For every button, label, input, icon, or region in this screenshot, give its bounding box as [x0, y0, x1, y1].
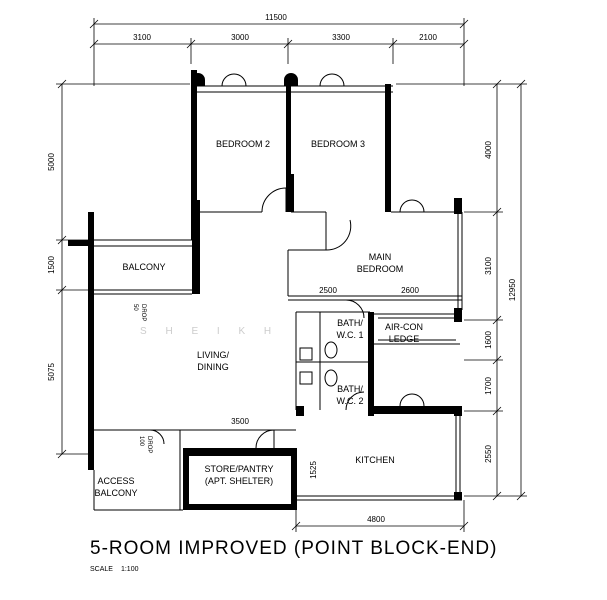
label-kitchen: KITCHEN — [355, 455, 395, 465]
right-dimensions: 4000 3100 1600 1700 2550 12950 — [396, 79, 527, 501]
dim-1525: 1525 — [309, 461, 318, 479]
label-bath-2b: W.C. 2 — [336, 396, 363, 406]
dim-top-4: 2100 — [419, 33, 437, 42]
dim-bottom-4800: 4800 — [367, 515, 385, 524]
label-living-2: DINING — [197, 362, 229, 372]
scale-note: SCALE 1:100 — [90, 566, 147, 573]
room-labels: BEDROOM 2 BEDROOM 3 MAIN BEDROOM BALCONY… — [94, 139, 423, 498]
doors — [149, 73, 425, 449]
label-access-2: BALCONY — [94, 488, 137, 498]
left-dimensions: 5000 1500 5075 — [47, 79, 190, 459]
inner-dimensions: 2500 2600 3500 1525 — [231, 286, 419, 479]
walls — [68, 70, 462, 510]
dim-3500: 3500 — [231, 417, 249, 426]
label-bath-2a: BATH/ — [337, 384, 363, 394]
dim-right-1: 4000 — [484, 141, 493, 159]
dim-top-2: 3000 — [231, 33, 249, 42]
label-bedroom-3: BEDROOM 3 — [311, 139, 365, 149]
label-bedroom-2: BEDROOM 2 — [216, 139, 270, 149]
dim-top-3: 3300 — [332, 33, 350, 42]
dim-right-total: 12950 — [508, 278, 517, 301]
label-aircon-2: LEDGE — [389, 334, 420, 344]
note-drop-50: 50 — [132, 304, 138, 311]
partitions — [93, 85, 463, 511]
label-store-1: STORE/PANTRY — [204, 464, 273, 474]
label-balcony: BALCONY — [122, 262, 165, 272]
dim-top-total: 11500 — [265, 13, 287, 22]
dim-left-2: 1500 — [47, 256, 56, 274]
dim-right-5: 2550 — [484, 445, 493, 463]
label-access-1: ACCESS — [97, 476, 134, 486]
note-drop-50b: DROP — [140, 304, 146, 321]
dim-2600: 2600 — [401, 286, 419, 295]
dim-right-2: 3100 — [484, 257, 493, 275]
label-store-2: (APT. SHELTER) — [205, 476, 273, 486]
label-main-bedroom-2: BEDROOM — [357, 264, 404, 274]
dim-left-3: 5075 — [47, 363, 56, 381]
label-bath-1a: BATH/ — [337, 318, 363, 328]
plan-title: 5-ROOM IMPROVED (POINT BLOCK-END) — [90, 538, 498, 559]
label-main-bedroom-1: MAIN — [369, 252, 392, 262]
label-bath-1b: W.C. 1 — [336, 330, 363, 340]
bottom-dimension: 4800 — [291, 500, 469, 532]
dim-top-1: 3100 — [133, 33, 151, 42]
note-drop-100b: DROP — [146, 436, 152, 453]
label-aircon-1: AIR-CON — [385, 322, 423, 332]
dim-right-4: 1700 — [484, 377, 493, 395]
watermark: S H E I K H — [140, 326, 279, 337]
dim-2500: 2500 — [319, 286, 337, 295]
scale-label: SCALE — [90, 566, 113, 573]
label-living-1: LIVING/ — [197, 350, 230, 360]
note-drop-100: 100 — [138, 436, 144, 447]
top-dimensions: 11500 3100 3000 3300 2100 — [89, 13, 469, 86]
scale-value: 1:100 — [120, 566, 139, 573]
fixtures — [299, 341, 338, 387]
dim-left-1: 5000 — [47, 153, 56, 171]
dim-right-3: 1600 — [484, 331, 493, 349]
